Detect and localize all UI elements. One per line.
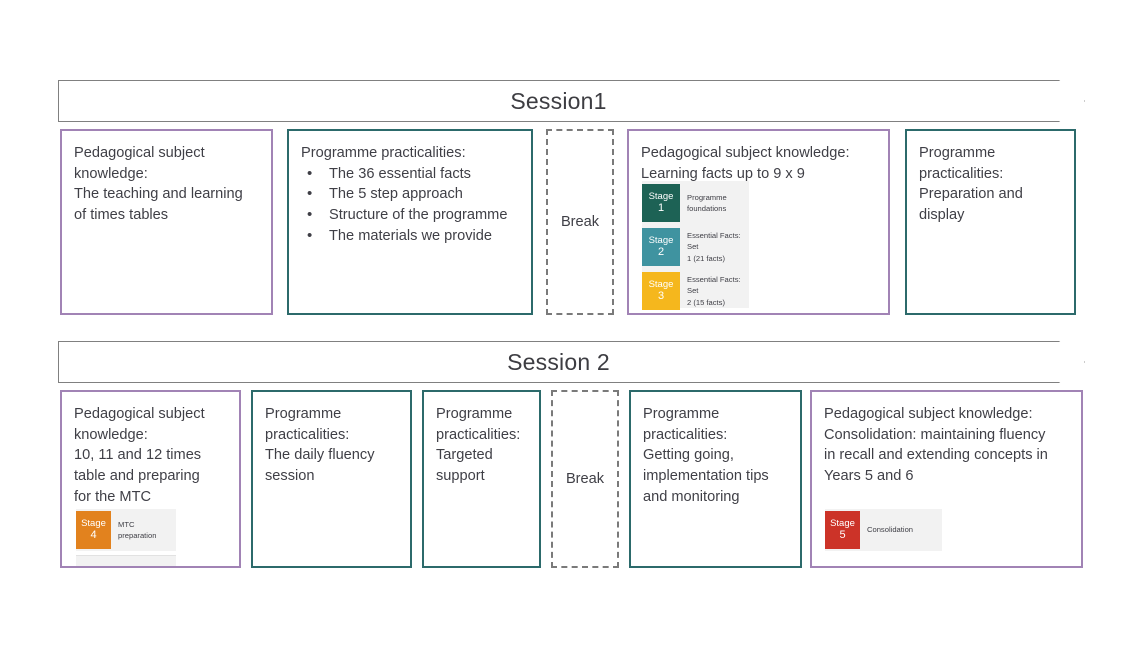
card-heading: Programme practicalities: [643,406,728,443]
card-subtext: The teaching and learning of times table… [74,186,243,224]
session-2-title: Session 2 [507,348,610,375]
list-item: The 5 step approach [301,183,521,205]
bullet-list: The 36 essential facts The 5 step approa… [301,163,521,247]
card-break-1[interactable]: Break [546,129,614,315]
list-item: Structure of the programme [301,204,521,226]
card-body: Programme practicalities: The daily flue… [253,392,410,487]
card-programme-practicalities-preparation[interactable]: Programme practicalities: Preparation an… [905,129,1076,315]
stage-chip: Stage 3 [642,272,680,310]
session-2-banner: Session 2 [58,341,1085,383]
stage-number: 4 [90,529,97,542]
card-heading: Pedagogical subject knowledge: [74,145,205,182]
stage-word: Stage [648,234,674,246]
stage-progression-table: Stage 5 Consolidation [825,509,942,551]
stage-progression-table: Stage 4 MTC preparation [76,509,176,551]
stage-number: 5 [839,529,846,542]
stage-word: Stage [830,517,855,529]
stage-chip: Stage 2 [642,228,680,266]
card-subtext: 10, 11 and 12 times table and preparing … [74,447,202,505]
card-heading: Programme practicalities: [436,406,521,443]
card-subtext: Consolidation: maintaining fluency in re… [824,426,1048,485]
card-pedagogical-subject-knowledge-times-tables[interactable]: Pedagogical subject knowledge: The teach… [60,129,273,315]
card-subtext: Targeted support [436,447,493,485]
session-1-banner: Session1 [58,80,1085,122]
list-item: The materials we provide [301,225,521,247]
card-body: Pedagogical subject knowledge: Learning … [629,131,888,184]
stage-word: Stage [81,517,106,529]
card-heading: Pedagogical subject knowledge: [74,406,205,443]
stage-table-clipped-row [76,555,176,566]
card-heading: Programme practicalities: [265,406,350,443]
card-programme-practicalities-daily-fluency[interactable]: Programme practicalities: The daily flue… [251,390,412,568]
stage-row-5: Stage 5 Consolidation [825,511,942,549]
card-body: Pedagogical subject knowledge: 10, 11 an… [62,392,239,508]
card-body: Programme practicalities: Preparation an… [907,131,1074,226]
stage-description: Essential Facts: Set 1 (21 facts) [687,230,741,263]
stage-number: 1 [657,202,665,215]
break-label: Break [565,471,605,487]
card-heading: Pedagogical subject knowledge: [824,406,1033,422]
stage-progression-table: Stage 1 Programme foundations Stage 2 Es… [642,181,749,310]
stage-row-1: Stage 1 Programme foundations [642,184,749,222]
stage-chip: Stage 1 [642,184,680,222]
card-body: Programme practicalities: Getting going,… [631,392,800,508]
stage-number: 2 [657,246,665,259]
card-programme-practicalities-getting-going[interactable]: Programme practicalities: Getting going,… [629,390,802,568]
session-1-banner-shape [58,80,1085,122]
card-programme-practicalities-targeted-support[interactable]: Programme practicalities: Targeted suppo… [422,390,541,568]
list-item: The 36 essential facts [301,163,521,185]
card-pedagogical-subject-knowledge-learning-facts[interactable]: Pedagogical subject knowledge: Learning … [627,129,890,315]
card-subtext: Getting going, implementation tips and m… [643,447,769,505]
stage-row-4: Stage 4 MTC preparation [76,511,176,549]
card-heading: Programme practicalities: [301,145,466,161]
stage-description: Consolidation [867,525,914,535]
card-body: Programme practicalities: Targeted suppo… [424,392,539,487]
card-break-2[interactable]: Break [551,390,619,568]
stage-description: Programme foundations [687,192,727,213]
stage-description: MTC preparation [118,519,157,540]
session-1-title: Session1 [510,87,607,114]
stage-chip: Stage 4 [76,511,111,549]
card-heading: Programme practicalities: [919,145,1004,182]
card-body: Pedagogical subject knowledge: The teach… [62,131,271,226]
card-subtext: Learning facts up to 9 x 9 [641,165,805,182]
stage-chip: Stage 5 [825,511,860,549]
card-pedagogical-subject-knowledge-mtc[interactable]: Pedagogical subject knowledge: 10, 11 an… [60,390,241,568]
card-pedagogical-subject-knowledge-consolidation[interactable]: Pedagogical subject knowledge: Consolida… [810,390,1083,568]
card-subtext: The daily fluency session [265,447,375,485]
card-subtext: Preparation and display [919,186,1023,224]
card-body: Programme practicalities: The 36 essenti… [289,131,531,247]
card-body: Pedagogical subject knowledge: Consolida… [812,392,1081,487]
card-heading: Pedagogical subject knowledge: [641,145,850,161]
stage-description: Essential Facts: Set 2 (15 facts) [687,274,741,307]
stage-row-2: Stage 2 Essential Facts: Set 1 (21 facts… [642,228,749,266]
stage-number: 3 [657,290,665,303]
card-programme-practicalities-overview[interactable]: Programme practicalities: The 36 essenti… [287,129,533,315]
session-2-banner-shape [58,341,1085,383]
stage-word: Stage [648,190,674,202]
break-label: Break [560,214,600,230]
stage-word: Stage [648,278,674,290]
stage-row-3: Stage 3 Essential Facts: Set 2 (15 facts… [642,272,749,310]
